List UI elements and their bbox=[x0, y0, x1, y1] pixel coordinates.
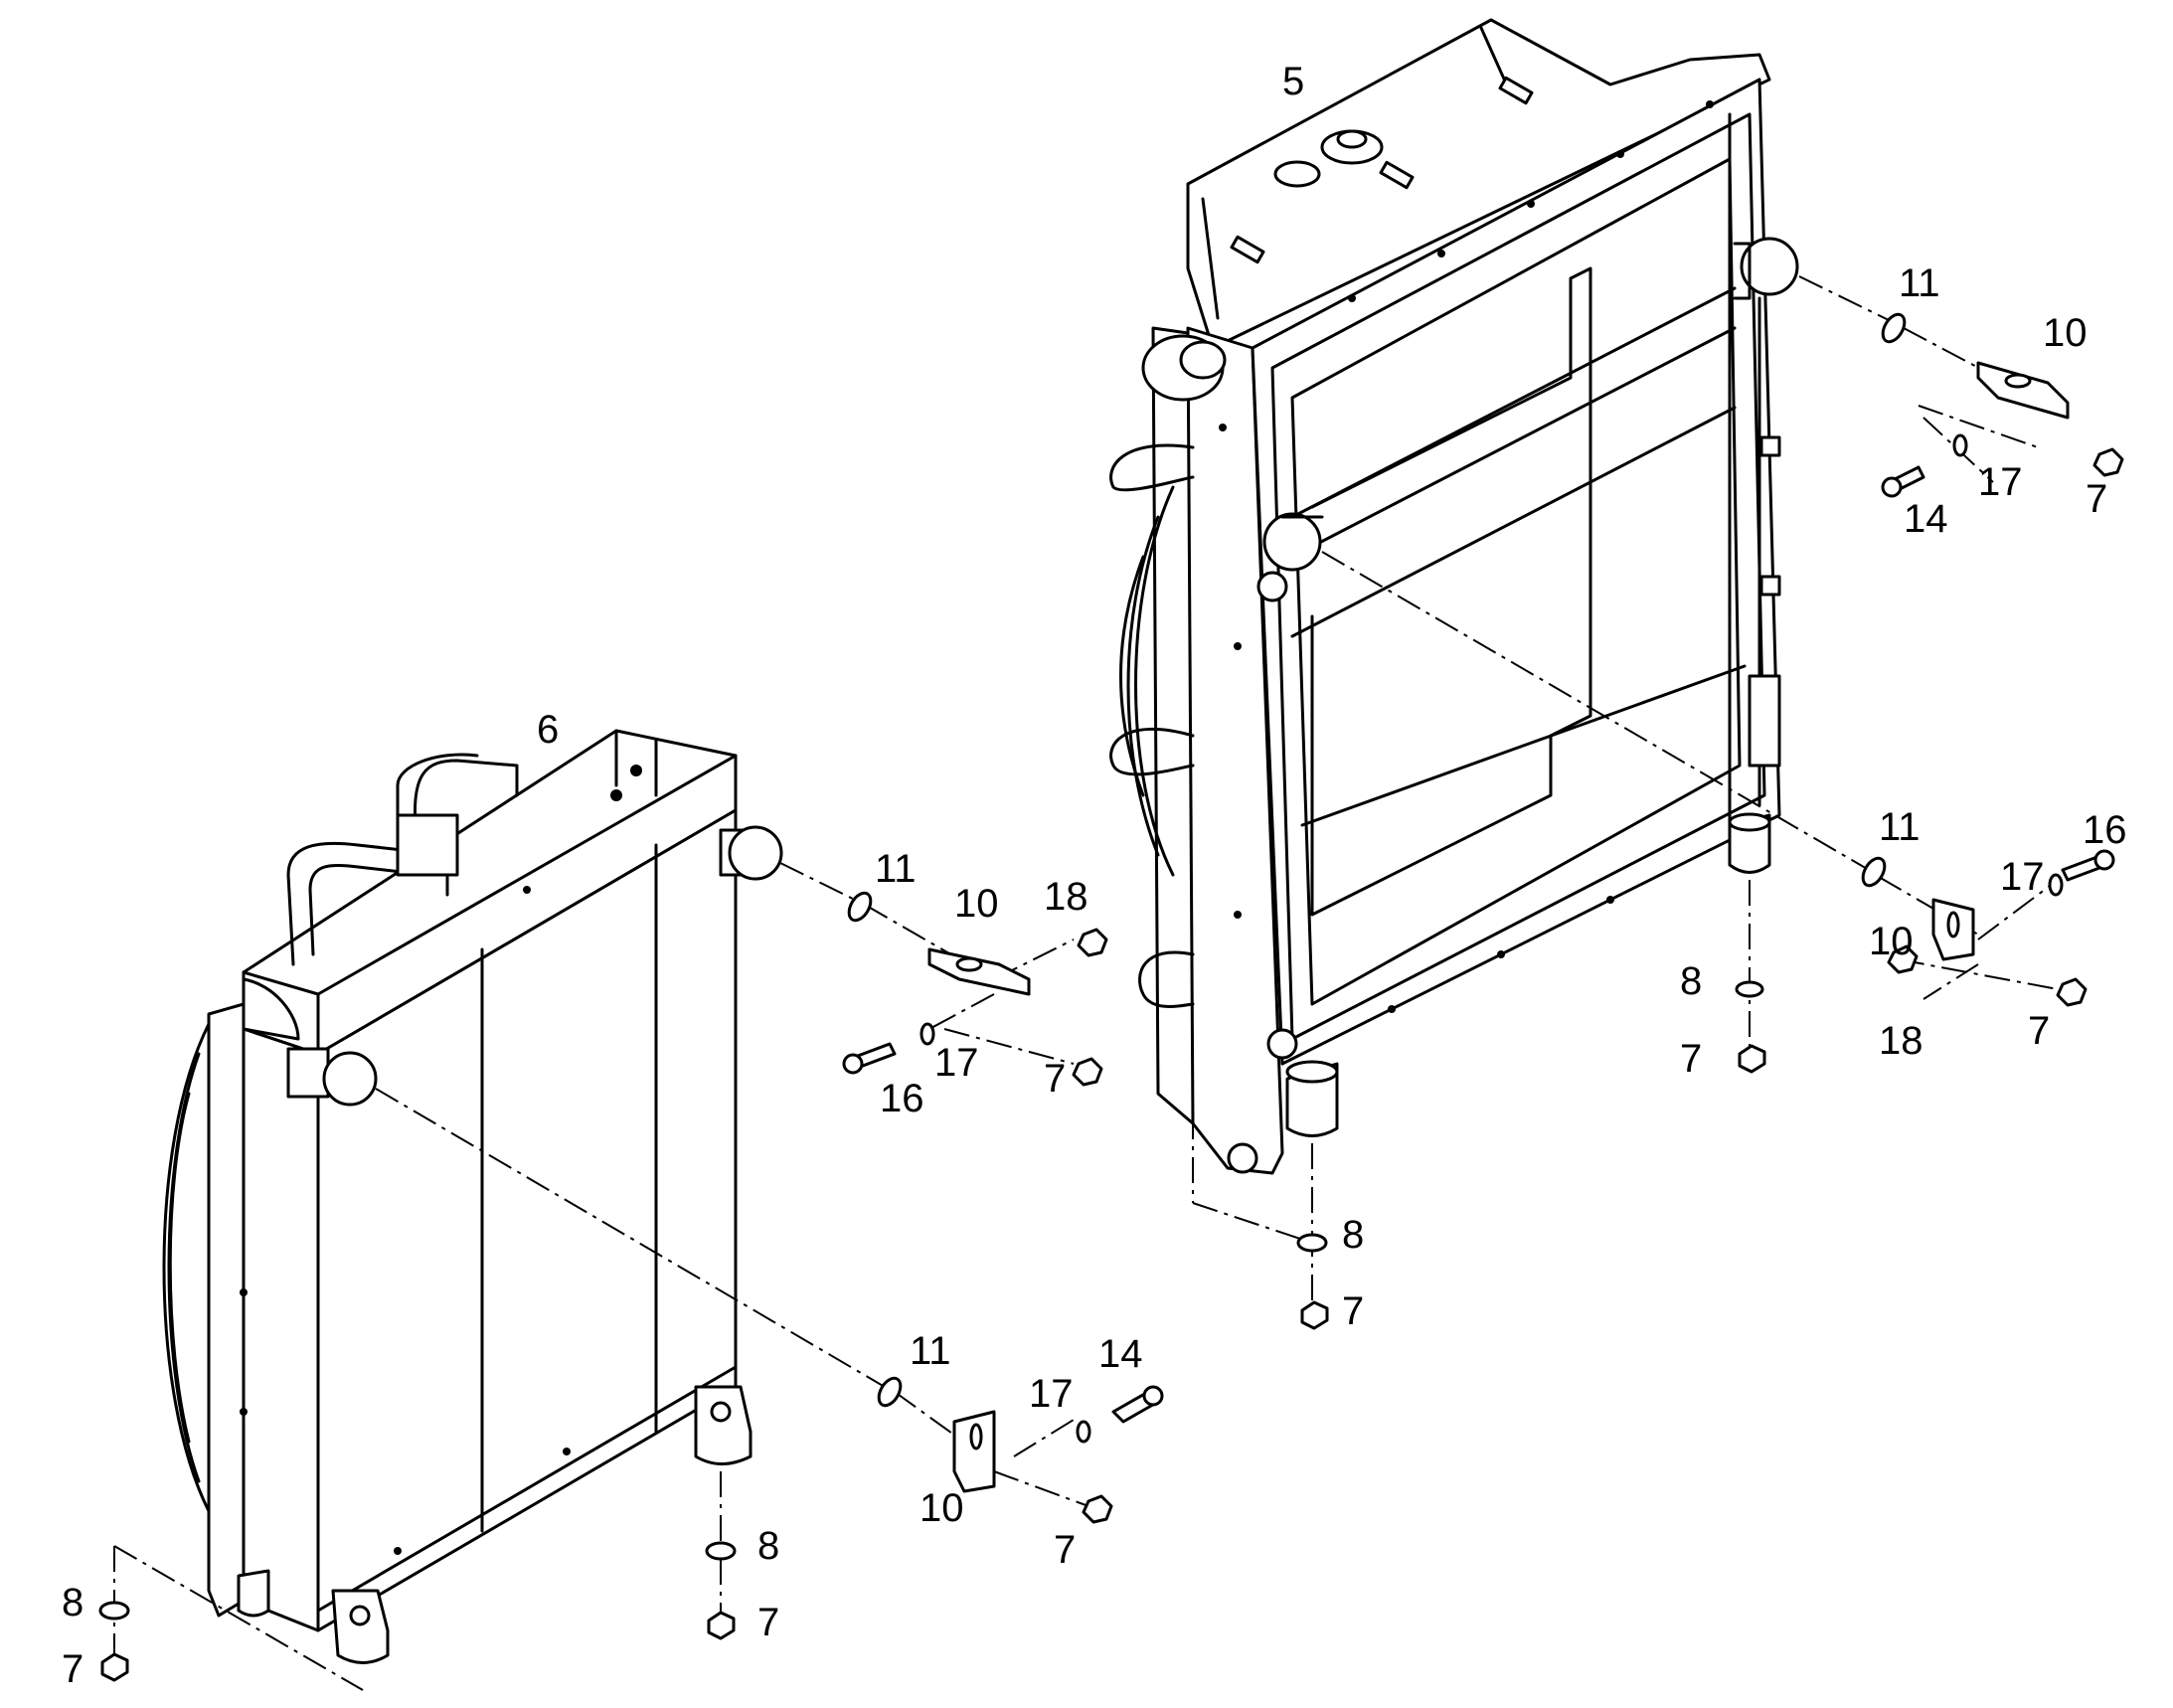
side-bracket bbox=[1748, 674, 1781, 768]
washer-11 bbox=[1881, 312, 1907, 344]
label-front-foot-right-nut: 7 bbox=[757, 1601, 779, 1644]
upper-mount-block bbox=[286, 1047, 330, 1099]
label-rear-top-bracket: 10 bbox=[2043, 311, 2088, 355]
label-5: 5 bbox=[1282, 60, 1304, 103]
middle-mount-rubber bbox=[1262, 512, 1322, 572]
label-rear-mid-lockwasher: 17 bbox=[2000, 855, 2045, 899]
label-rear-foot-right-nut: 7 bbox=[1680, 1037, 1702, 1081]
label-front-bot-nut: 7 bbox=[1054, 1528, 1076, 1572]
label-front-top-bolt: 16 bbox=[880, 1077, 924, 1120]
callout-labels: 5 6 11 10 14 17 7 11 16 17 10 18 7 8 7 8… bbox=[62, 60, 2127, 1691]
upper-mount-rubber bbox=[1740, 237, 1799, 296]
label-front-top-bracket: 10 bbox=[954, 882, 999, 926]
label-rear-foot-left-washer: 8 bbox=[1342, 1213, 1364, 1257]
bracket-10 bbox=[1976, 361, 2070, 420]
label-front-bot-bracket: 10 bbox=[919, 1486, 964, 1530]
hardware-parts bbox=[98, 312, 2124, 1682]
lockwasher-17 bbox=[1952, 433, 1968, 457]
label-front-top-nut-b: 7 bbox=[1044, 1057, 1066, 1101]
radiator-assembly-5 bbox=[1109, 18, 1799, 1175]
label-front-foot-left-nut: 7 bbox=[62, 1647, 84, 1691]
label-front-top-washer: 11 bbox=[875, 847, 917, 891]
label-front-top-lockwasher: 17 bbox=[934, 1041, 979, 1085]
label-front-foot-left-washer: 8 bbox=[62, 1581, 84, 1624]
label-rear-foot-right-washer: 8 bbox=[1680, 959, 1702, 1003]
label-rear-foot-left-nut: 7 bbox=[1342, 1289, 1364, 1333]
upper-mount-rubber-front bbox=[322, 1051, 378, 1107]
label-front-bot-washer: 11 bbox=[910, 1329, 951, 1373]
label-rear-top-washer: 11 bbox=[1899, 261, 1940, 305]
front-foot-left bbox=[331, 1589, 390, 1664]
label-rear-top-lockwasher: 17 bbox=[1978, 460, 2023, 504]
label-rear-mid-bolt: 16 bbox=[2083, 808, 2127, 852]
label-front-top-nut-a: 18 bbox=[1044, 875, 1088, 919]
label-6: 6 bbox=[537, 708, 559, 752]
label-front-foot-right-washer: 8 bbox=[757, 1524, 779, 1568]
label-front-bot-bolt: 14 bbox=[1098, 1332, 1143, 1376]
label-front-bot-lockwasher: 17 bbox=[1029, 1372, 1074, 1416]
label-rear-mid-nut-b: 7 bbox=[2028, 1009, 2050, 1053]
label-rear-mid-washer: 11 bbox=[1879, 805, 1921, 849]
label-rear-top-bolt: 14 bbox=[1904, 497, 1948, 541]
right-mount-rubber-front bbox=[728, 825, 783, 881]
front-foot-right bbox=[694, 1385, 752, 1465]
top-cover bbox=[1186, 18, 1771, 350]
fan-shroud bbox=[207, 1002, 246, 1618]
label-rear-mid-nut-a: 18 bbox=[1879, 1019, 1923, 1063]
nut-7 bbox=[2092, 447, 2124, 477]
label-rear-top-nut: 7 bbox=[2086, 477, 2107, 521]
label-rear-mid-bracket: 10 bbox=[1869, 920, 1914, 963]
radiator-assembly-6 bbox=[162, 729, 783, 1664]
